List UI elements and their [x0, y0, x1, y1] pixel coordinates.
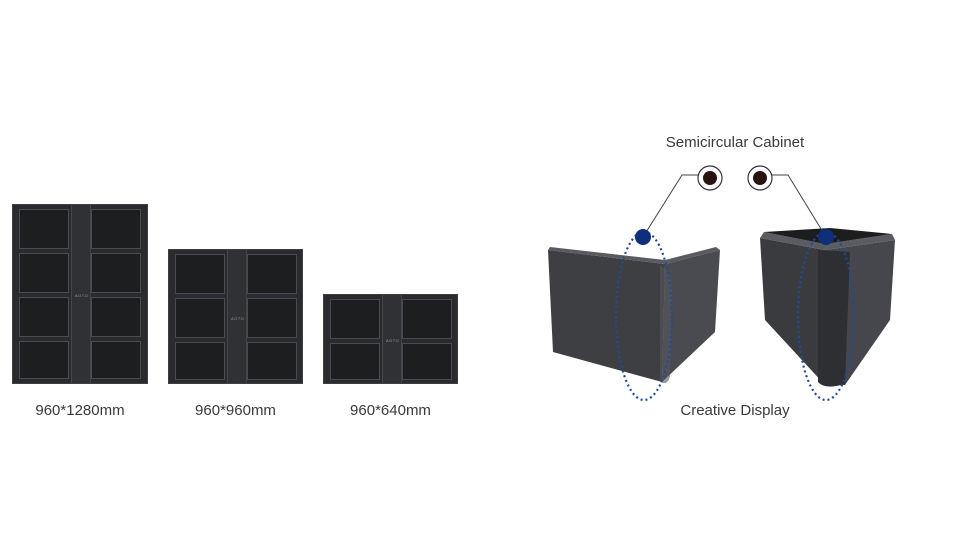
module: [19, 297, 69, 337]
module: [175, 298, 225, 338]
module: [402, 343, 452, 380]
module: [175, 254, 225, 294]
module: [247, 254, 297, 294]
cabinet-caption: 960*640mm: [350, 402, 431, 419]
leader-line: [770, 174, 827, 238]
module: [91, 209, 141, 249]
creative-display-illustration: [548, 165, 895, 402]
cabinet-caption: 960*1280mm: [35, 402, 125, 419]
marker-dot: [635, 229, 651, 245]
cabinet-960x1280: AOTO: [12, 204, 148, 384]
cabinet-caption: 960*960mm: [195, 402, 276, 419]
module: [19, 209, 69, 249]
marker-dot: [818, 229, 834, 245]
module: [91, 253, 141, 293]
cabinet-960x960: AOTO: [168, 249, 303, 384]
module: [247, 342, 297, 380]
module: [247, 298, 297, 338]
module: [330, 343, 380, 380]
module: [175, 342, 225, 380]
creative-display-label: Creative Display: [680, 402, 790, 419]
cabinet-spine: [227, 250, 247, 383]
convex-corner-panel: [548, 247, 720, 384]
module: [330, 299, 380, 339]
module: [19, 341, 69, 379]
cabinet-spine: [71, 205, 91, 383]
module: [19, 253, 69, 293]
leader-line: [642, 174, 700, 238]
semicircular-cabinet-label: Semicircular Cabinet: [665, 134, 805, 151]
cabinet-logo: AOTO: [75, 293, 89, 298]
module: [402, 299, 452, 339]
cabinet-logo: AOTO: [386, 338, 400, 343]
cabinet-960x640: AOTO: [323, 294, 458, 384]
module: [91, 341, 141, 379]
cabinet-logo: AOTO: [231, 316, 245, 321]
triangular-corner-panel: [760, 228, 895, 387]
module: [91, 297, 141, 337]
cabinet-spine: [382, 295, 402, 383]
